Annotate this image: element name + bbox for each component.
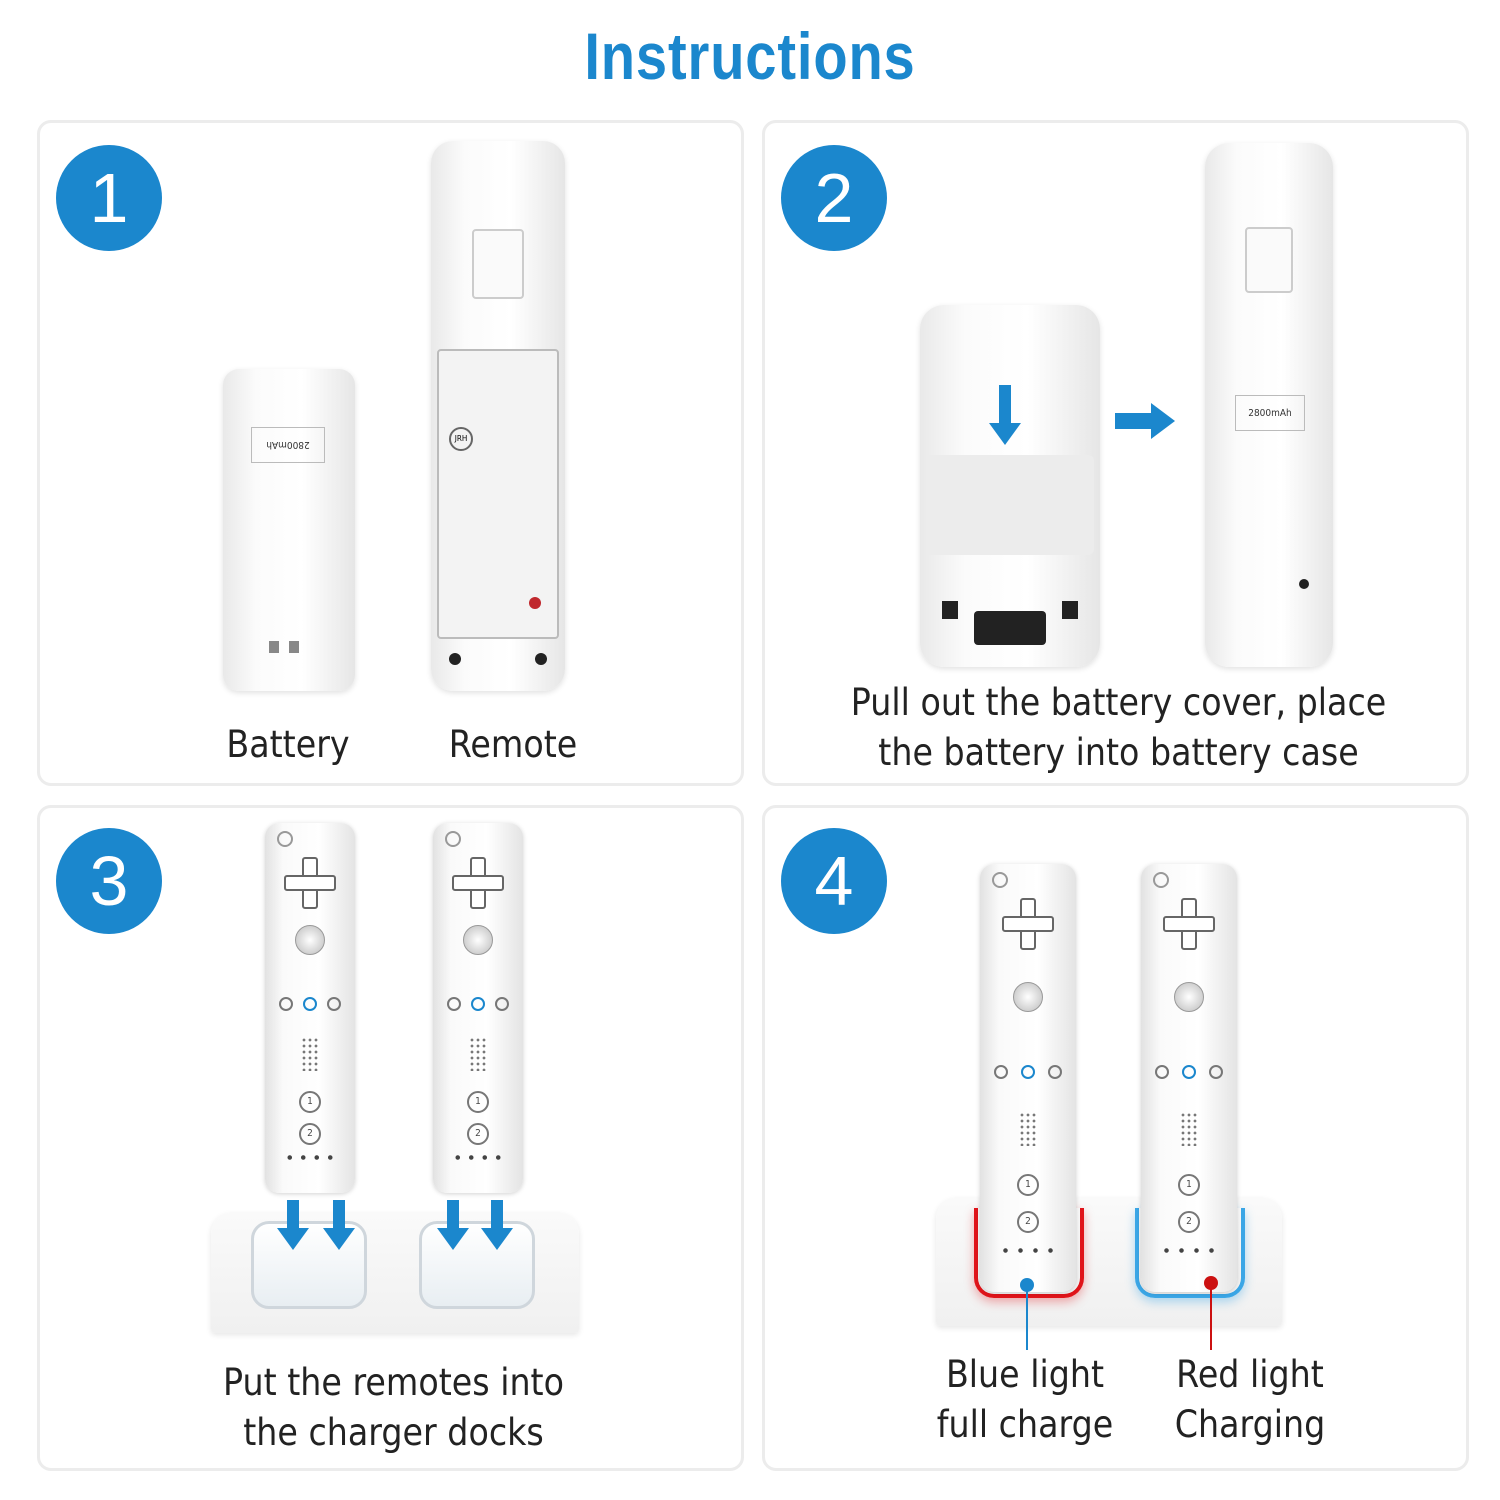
step-3-caption-line-1: Put the remotes into — [222, 1361, 564, 1404]
red-pointer-line — [1210, 1284, 1212, 1350]
player-leds-icon — [283, 1155, 337, 1160]
home-button-icon — [1182, 1065, 1196, 1080]
blue-dot-marker — [1020, 1278, 1034, 1292]
power-button-icon — [992, 872, 1008, 888]
charger-dock-image — [211, 1213, 579, 1333]
step-number-badge: 2 — [781, 145, 887, 251]
minus-button-icon — [279, 997, 293, 1011]
battery-label-text: Battery — [226, 723, 350, 766]
step-3-caption-line-2: the charger docks — [243, 1411, 544, 1454]
one-button-icon: 1 — [1017, 1174, 1039, 1196]
full-charge-label: full charge — [936, 1403, 1114, 1446]
a-button-icon — [295, 925, 325, 955]
a-button-icon — [1013, 981, 1043, 1012]
two-button-icon: 2 — [467, 1123, 489, 1145]
step-2-panel: 2 2800mAh Pull out the battery cover, pl… — [762, 120, 1469, 786]
dpad-icon — [1163, 916, 1215, 932]
step-number-badge: 4 — [781, 828, 887, 934]
dpad-icon — [284, 875, 336, 891]
two-button-icon: 2 — [299, 1123, 321, 1145]
step-2-caption-line-2: the battery into battery case — [878, 731, 1359, 774]
blue-glow-indicator — [1135, 1208, 1245, 1298]
wii-remote-image: 1 2 — [1141, 864, 1237, 1292]
speaker-grille-icon — [1180, 1111, 1198, 1146]
power-button-icon — [1153, 872, 1169, 888]
down-arrow-icon — [277, 1200, 309, 1252]
charging-label: Charging — [1174, 1403, 1326, 1446]
speaker-grille-icon — [1019, 1111, 1037, 1146]
power-button-icon — [277, 831, 293, 847]
power-button-icon — [445, 831, 461, 847]
plus-button-icon — [1209, 1065, 1223, 1080]
red-dot-marker — [1204, 1276, 1218, 1290]
one-button-icon: 1 — [467, 1091, 489, 1113]
blue-light-label: Blue light — [945, 1353, 1105, 1396]
two-button-icon: 2 — [1178, 1211, 1200, 1234]
minus-button-icon — [447, 997, 461, 1011]
home-button-icon — [303, 997, 317, 1011]
blue-pointer-line — [1026, 1286, 1028, 1350]
battery-label: 2800mAh — [1235, 395, 1305, 431]
down-arrow-icon — [437, 1200, 469, 1252]
one-button-icon: 1 — [299, 1091, 321, 1113]
plus-button-icon — [495, 997, 509, 1011]
red-light-label: Red light — [1176, 1353, 1324, 1396]
minus-button-icon — [994, 1065, 1008, 1080]
player-leds-icon — [451, 1155, 505, 1160]
plus-button-icon — [1048, 1065, 1062, 1080]
minus-button-icon — [1155, 1065, 1169, 1080]
player-leds-icon — [998, 1248, 1058, 1254]
dpad-icon — [452, 875, 504, 891]
dpad-icon — [1002, 916, 1054, 932]
remote-back-open-image: JRH — [431, 141, 565, 691]
wii-remote-image: 1 2 — [980, 864, 1076, 1292]
page-title: Instructions — [584, 19, 916, 93]
remote-label-text: Remote — [448, 723, 578, 766]
step-number-badge: 3 — [56, 828, 162, 934]
one-button-icon: 1 — [1178, 1174, 1200, 1196]
step-2-caption-line-1: Pull out the battery cover, place — [850, 681, 1387, 724]
wii-remote-image: 1 2 — [433, 823, 523, 1193]
step-number-badge: 1 — [56, 145, 162, 251]
step-1-panel: 1 2800mAh JRH Battery Remote — [37, 120, 744, 786]
red-glow-indicator — [974, 1208, 1084, 1298]
down-arrow-icon — [481, 1200, 513, 1252]
a-button-icon — [463, 925, 493, 955]
a-button-icon — [1174, 981, 1204, 1012]
home-button-icon — [471, 997, 485, 1011]
step-3-panel: 3 1 2 1 2 Put the remotes into the charg… — [37, 805, 744, 1471]
home-button-icon — [1021, 1065, 1035, 1080]
battery-pack-image: 2800mAh — [223, 369, 355, 691]
down-arrow-icon — [323, 1200, 355, 1252]
two-button-icon: 2 — [1017, 1211, 1039, 1234]
speaker-grille-icon — [469, 1037, 487, 1071]
battery-label: 2800mAh — [251, 427, 325, 463]
remote-inserting-battery-image — [920, 305, 1100, 667]
wii-remote-image: 1 2 — [265, 823, 355, 1193]
step-4-panel: 4 1 2 1 2 Blue light full charge Red lig… — [762, 805, 1469, 1471]
down-arrow-icon — [989, 385, 1021, 447]
plus-button-icon — [327, 997, 341, 1011]
player-leds-icon — [1159, 1248, 1219, 1254]
right-arrow-icon — [1115, 413, 1155, 429]
remote-assembled-image: 2800mAh — [1205, 143, 1333, 667]
speaker-grille-icon — [301, 1037, 319, 1071]
